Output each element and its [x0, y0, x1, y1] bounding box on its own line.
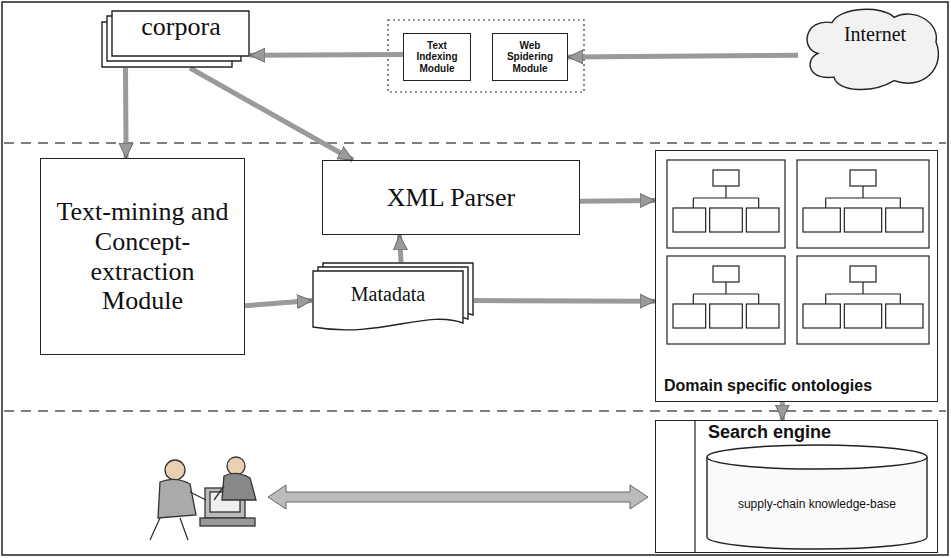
tree-part	[803, 208, 840, 232]
tree-part	[803, 304, 840, 328]
process-box: Text Indexing Module	[403, 33, 471, 81]
tree-link	[826, 186, 901, 208]
internet-cloud: Internet	[798, 5, 944, 93]
flow-arrow	[780, 402, 785, 420]
tree-part	[844, 304, 881, 328]
process-box: XML Parser	[322, 160, 580, 235]
flow-arrow	[250, 52, 403, 58]
node-label: Web Spidering Module	[496, 40, 564, 75]
shape-part	[313, 271, 463, 330]
tier-separator	[4, 410, 946, 412]
document-stack: Matadata	[312, 262, 474, 332]
process-box: Text-mining and Concept-extraction Modul…	[40, 158, 245, 355]
tree-link	[693, 186, 758, 208]
users-illustration	[150, 457, 256, 540]
node-label: Internet	[844, 23, 906, 46]
shape-part	[112, 11, 249, 56]
tree-link	[826, 282, 901, 304]
cyl-outline	[706, 445, 928, 549]
tree-part	[850, 170, 876, 186]
node-label: Text Indexing Module	[407, 40, 467, 75]
tree-part	[667, 160, 785, 248]
tree-part	[673, 304, 706, 328]
tree-part	[746, 304, 779, 328]
ontology-trees	[667, 160, 929, 344]
node-label: corpora	[141, 12, 220, 42]
shape-part	[707, 457, 927, 549]
database-cylinder: supply-chain knowledge-base	[706, 445, 928, 549]
tree-part	[667, 256, 785, 344]
process-box: Web Spidering Module	[492, 33, 568, 81]
node-label: Search engine	[708, 422, 831, 443]
tree-link	[693, 282, 758, 304]
flow-arrow	[190, 68, 353, 160]
node-label: Matadata	[351, 283, 425, 306]
search-panel: Search engine supply-chain knowledge-base	[655, 420, 938, 553]
tree-part	[710, 208, 743, 232]
flow-arrow	[568, 55, 798, 57]
node-label: supply-chain knowledge-base	[738, 498, 896, 512]
flow-arrow	[580, 198, 655, 204]
tree-part	[844, 208, 881, 232]
tree-part	[797, 160, 929, 248]
flow-arrow	[123, 68, 129, 158]
flow-arrow	[474, 298, 655, 304]
tree-part	[850, 266, 876, 282]
panel-divider	[694, 420, 695, 553]
tree-part	[797, 256, 929, 344]
ontology-panel: Domain specific ontologies	[655, 150, 938, 402]
tree-part	[886, 304, 923, 328]
tree-part	[713, 170, 739, 186]
tree-part	[710, 304, 743, 328]
cloud-outline	[798, 5, 944, 93]
tree-part	[713, 266, 739, 282]
shape-part	[807, 9, 938, 89]
user-link-arrow	[268, 485, 648, 509]
tree-part	[746, 208, 779, 232]
shape-part	[707, 445, 927, 469]
node-label: XML Parser	[387, 183, 515, 213]
flow-arrow	[245, 301, 312, 306]
tree-part	[886, 208, 923, 232]
node-label: Text-mining and Concept-extraction Modul…	[49, 197, 236, 317]
corpus-stack: corpora	[100, 10, 250, 68]
tier-separator	[4, 142, 946, 144]
tree-part	[673, 208, 706, 232]
flow-arrow	[399, 235, 401, 262]
node-label: Domain specific ontologies	[664, 377, 872, 395]
module-group-outline	[388, 20, 584, 92]
